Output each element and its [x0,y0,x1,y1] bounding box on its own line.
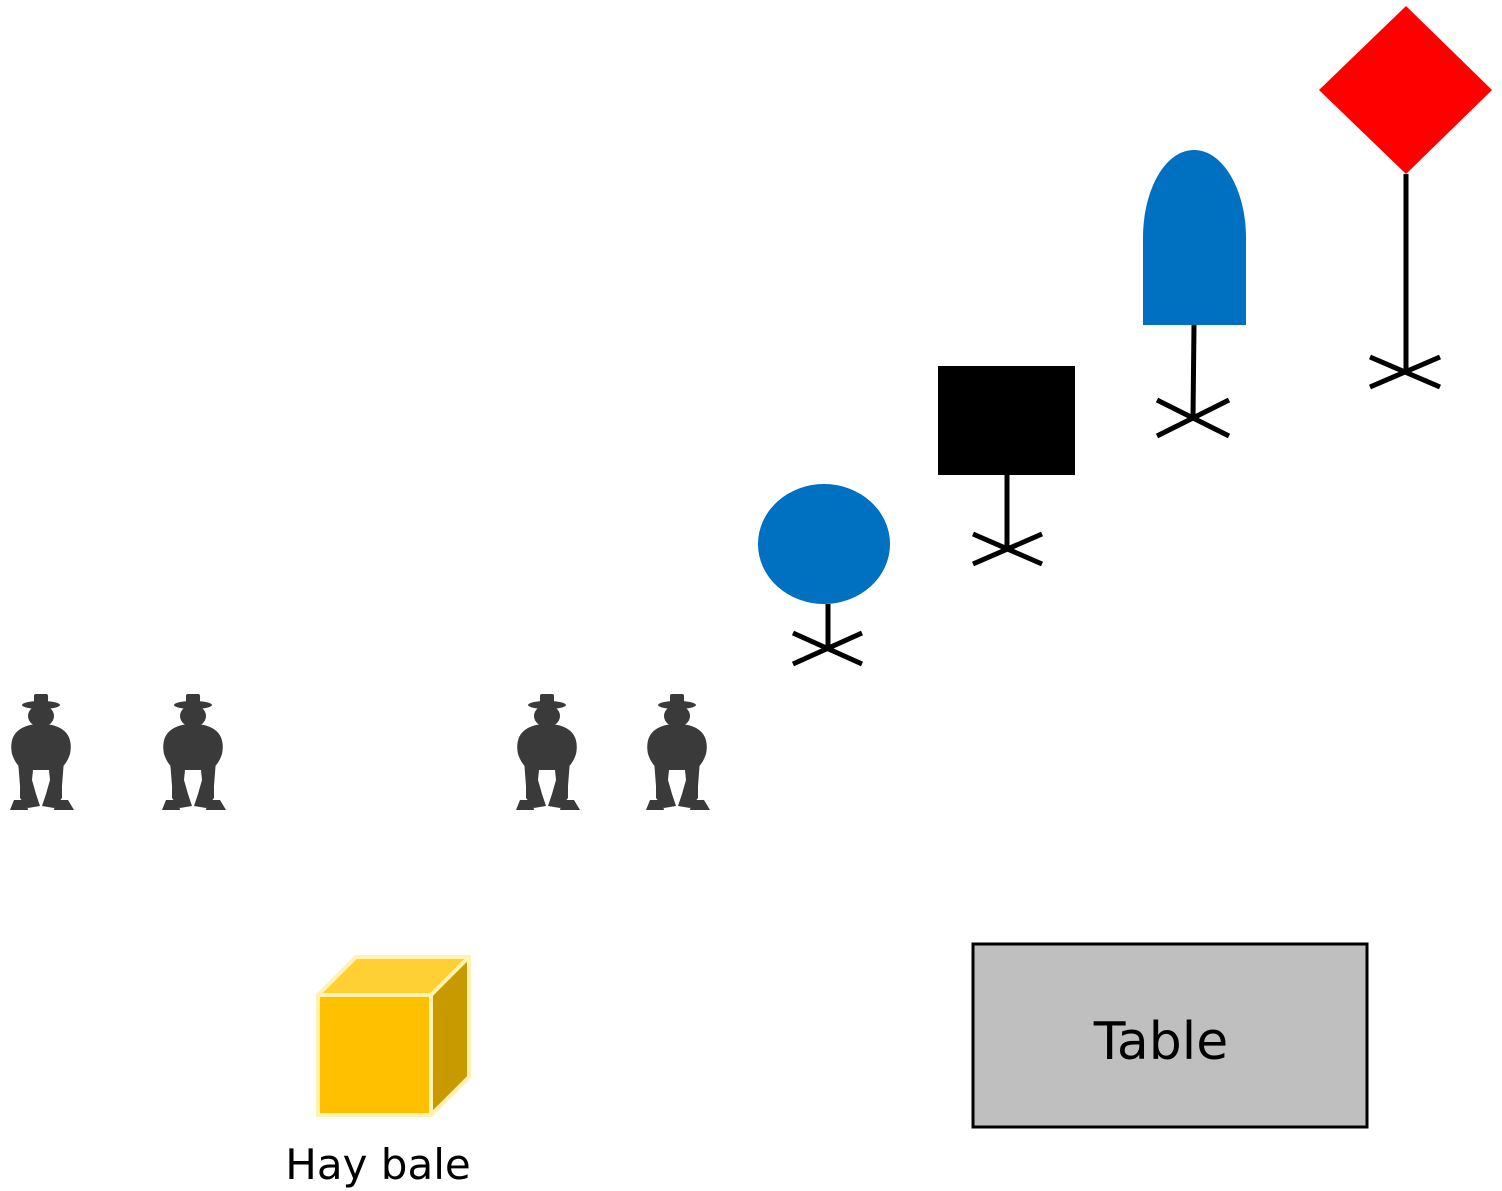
table-label: Table [1093,1012,1228,1072]
hay-bale-icon [316,955,471,1117]
figure-group [10,694,710,810]
crouching-cowboy-icon [646,694,710,810]
crouching-cowboy-icon [516,694,580,810]
circle-target-icon [758,484,890,667]
crouching-cowboy-icon [10,694,74,810]
square-target-icon [938,366,1075,567]
table: Table [971,942,1369,1129]
hay-bale-label: Hay bale [285,1140,470,1189]
crouching-cowboy-icon [162,694,226,810]
bullet-target-icon [1143,150,1246,439]
diamond-target-icon [1319,6,1492,390]
